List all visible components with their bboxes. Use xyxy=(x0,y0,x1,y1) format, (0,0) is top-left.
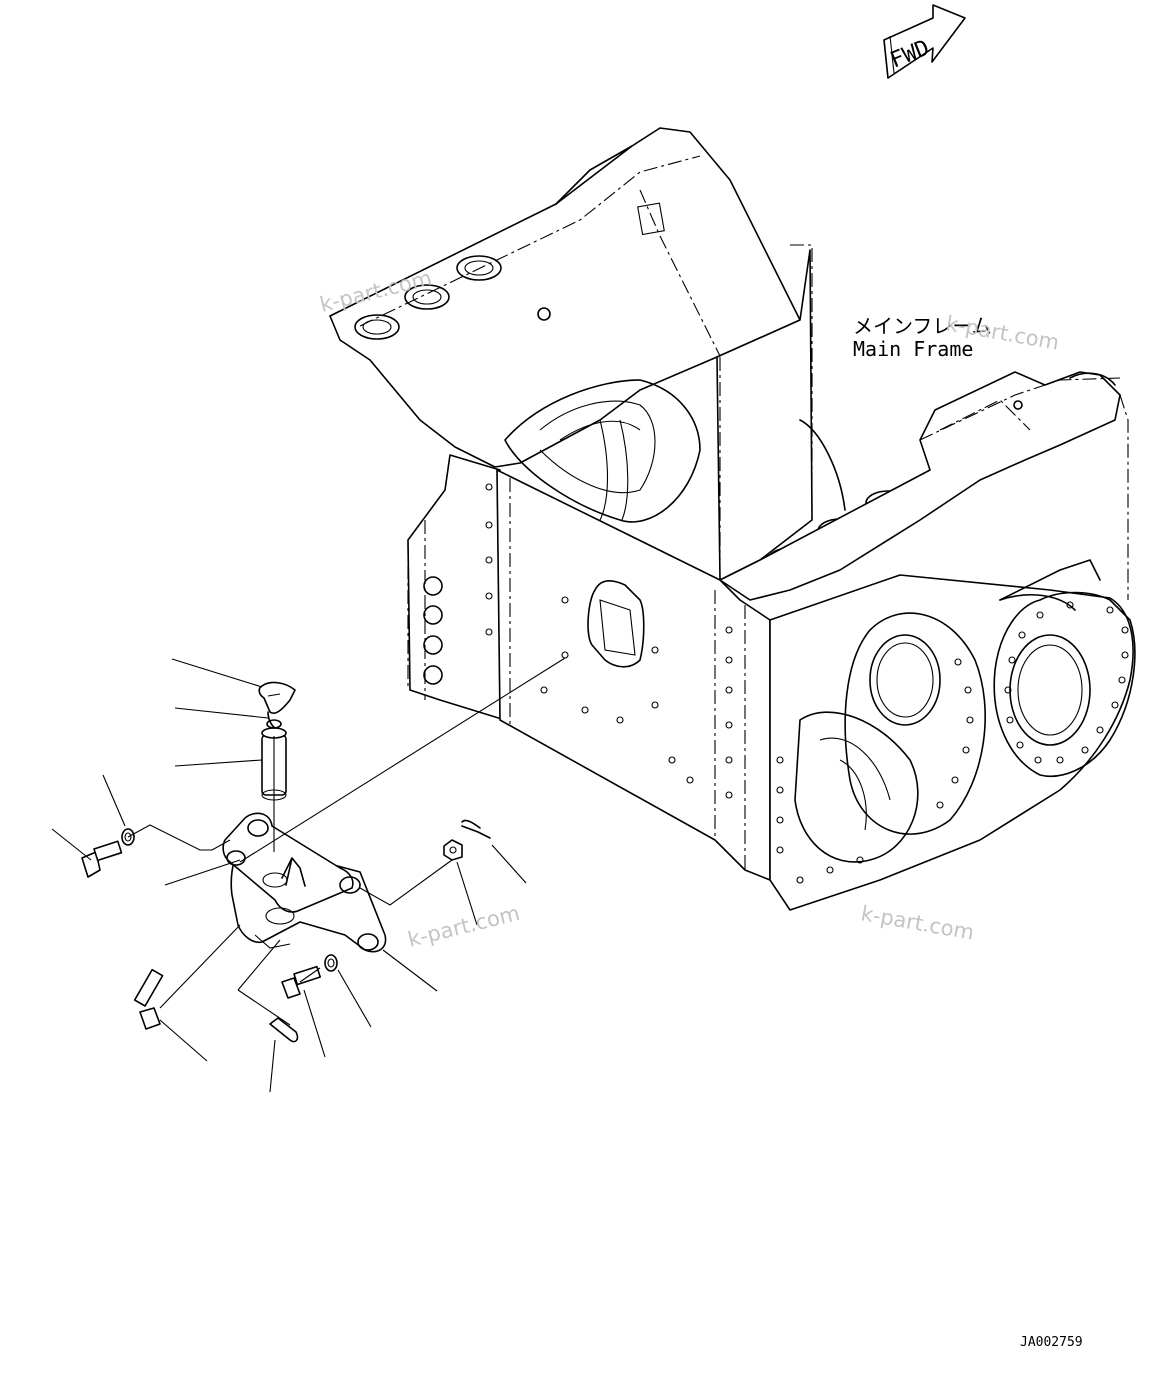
lock-plate xyxy=(269,1017,299,1043)
housing-bolt-holes xyxy=(776,601,1129,884)
drawing-code: JA002759 xyxy=(1020,1335,1083,1350)
tow-hitch-assembly xyxy=(51,657,566,1093)
leader-lines xyxy=(51,658,527,1093)
cotter-pin xyxy=(461,825,491,839)
nut-right xyxy=(443,839,463,861)
hitch-bracket xyxy=(222,812,387,953)
main-frame-label-en: Main Frame xyxy=(853,337,973,361)
fwd-arrow-icon: FWD xyxy=(883,4,966,79)
watermark-4: k-part.com xyxy=(859,901,976,944)
washer-upper-left xyxy=(121,828,135,846)
washer-lower xyxy=(324,954,338,972)
bolt-lower-middle xyxy=(281,965,322,999)
watermark-3: k-part.com xyxy=(405,901,522,952)
bolt-long xyxy=(133,968,164,1030)
lock-clip xyxy=(258,681,296,729)
assembly-guide-lines xyxy=(127,657,566,1026)
main-frame-label-jp: メインフレーム xyxy=(853,314,992,338)
main-frame-drawing xyxy=(329,127,1136,911)
front-plate-holes xyxy=(540,596,733,799)
frame-side-holes xyxy=(423,483,493,685)
bolt-upper-left xyxy=(81,840,123,878)
